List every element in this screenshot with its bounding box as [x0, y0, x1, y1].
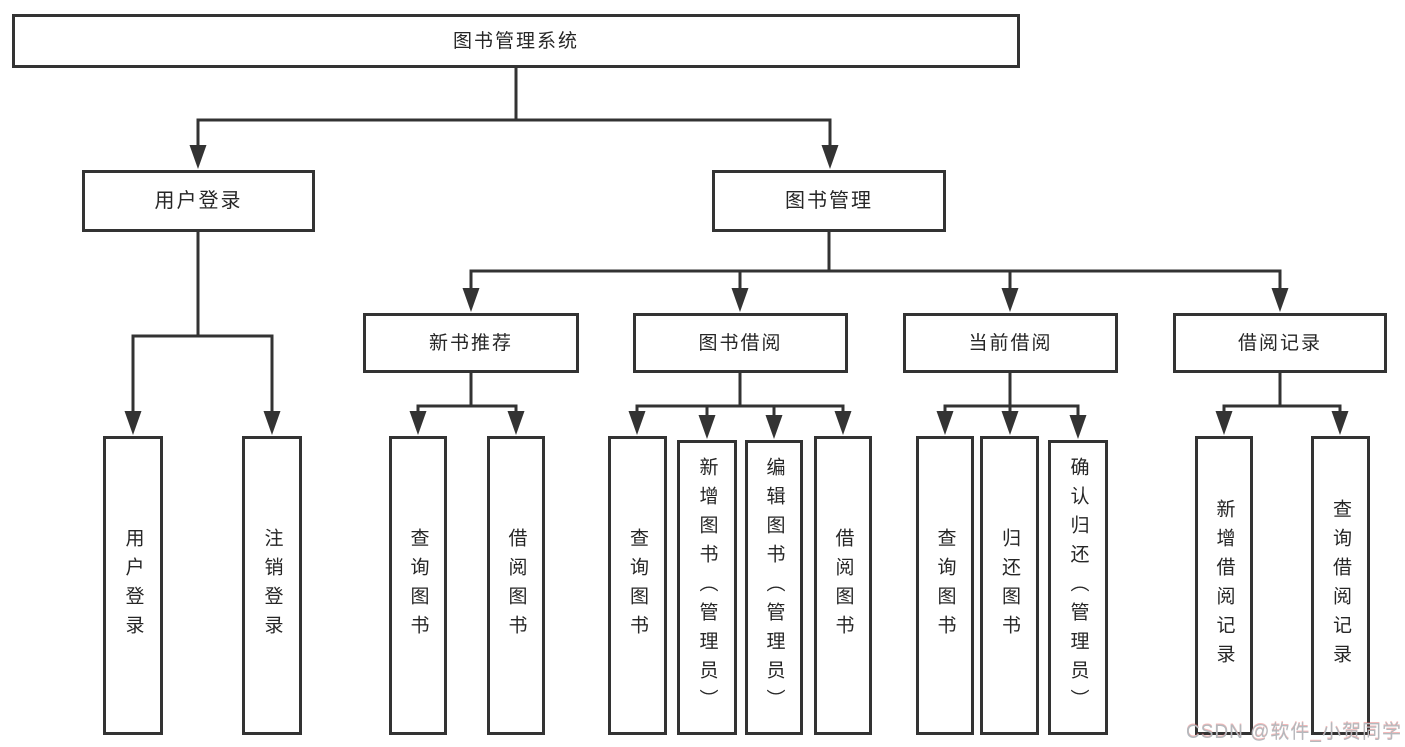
arrowhead-icon	[1069, 415, 1087, 439]
arrowhead-icon	[1001, 288, 1019, 312]
node-current-borrow-label: 当前借阅	[968, 332, 1053, 354]
leaf-records-query-record: 查询借阅记录	[1311, 436, 1370, 735]
leaf-current-return-books-label: 归还图书	[999, 527, 1020, 644]
leaf-recommend-borrow-books-label: 借阅图书	[505, 527, 527, 644]
node-user-login-label: 用户登录	[154, 190, 243, 212]
arrowhead-icon	[698, 415, 716, 439]
arrowhead-icon	[1001, 411, 1019, 435]
node-book-management: 图书管理	[712, 170, 946, 232]
leaf-current-return-books: 归还图书	[980, 436, 1039, 735]
arrowhead-icon	[124, 411, 142, 435]
leaf-records-query-record-label: 查询借阅记录	[1330, 498, 1351, 673]
leaf-borrow-borrow-books: 借阅图书	[814, 436, 872, 735]
leaf-current-query-books-label: 查询图书	[934, 527, 956, 644]
leaf-current-confirm-return-admin: 确认归还（管理员）	[1048, 440, 1108, 735]
leaf-borrow-edit-books-admin-label: 编辑图书（管理员）	[763, 457, 785, 718]
node-root: 图书管理系统	[12, 14, 1020, 68]
arrowhead-icon	[821, 145, 839, 169]
node-current-borrow: 当前借阅	[903, 313, 1118, 373]
node-root-label: 图书管理系统	[452, 30, 579, 52]
leaf-user-login-label: 用户登录	[122, 527, 144, 644]
node-new-book-recommend: 新书推荐	[363, 313, 579, 373]
node-new-book-recommend-label: 新书推荐	[428, 332, 513, 354]
node-user-login: 用户登录	[82, 170, 315, 232]
arrowhead-icon	[409, 411, 427, 435]
leaf-recommend-query-books-label: 查询图书	[407, 527, 429, 644]
leaf-logout: 注销登录	[242, 436, 302, 735]
watermark: CSDN @软件_小贺同学	[1186, 722, 1402, 743]
node-borrow-records: 借阅记录	[1173, 313, 1387, 373]
leaf-borrow-query-books-label: 查询图书	[627, 527, 648, 644]
leaf-borrow-add-books-admin-label: 新增图书（管理员）	[696, 457, 718, 718]
leaf-borrow-add-books-admin: 新增图书（管理员）	[677, 440, 737, 735]
arrowhead-icon	[765, 415, 783, 439]
arrowhead-icon	[628, 411, 646, 435]
leaf-borrow-edit-books-admin: 编辑图书（管理员）	[745, 440, 803, 735]
leaf-logout-label: 注销登录	[261, 527, 283, 644]
arrowhead-icon	[507, 411, 525, 435]
arrowhead-icon	[1215, 411, 1233, 435]
arrowhead-icon	[731, 288, 749, 312]
leaf-recommend-query-books: 查询图书	[389, 436, 447, 735]
node-book-management-label: 图书管理	[785, 190, 873, 212]
arrowhead-icon	[263, 411, 281, 435]
leaf-records-add-record: 新增借阅记录	[1195, 436, 1253, 735]
leaf-recommend-borrow-books: 借阅图书	[487, 436, 545, 735]
node-book-borrow-label: 图书借阅	[698, 332, 783, 354]
leaf-current-query-books: 查询图书	[916, 436, 974, 735]
arrowhead-icon	[834, 411, 852, 435]
arrowhead-icon	[936, 411, 954, 435]
leaf-borrow-borrow-books-label: 借阅图书	[832, 527, 854, 644]
node-borrow-records-label: 借阅记录	[1237, 332, 1322, 354]
leaf-current-confirm-return-admin-label: 确认归还（管理员）	[1067, 457, 1089, 718]
arrowhead-icon	[189, 145, 207, 169]
leaf-borrow-query-books: 查询图书	[608, 436, 667, 735]
leaf-records-add-record-label: 新增借阅记录	[1213, 498, 1235, 673]
node-book-borrow: 图书借阅	[633, 313, 848, 373]
arrowhead-icon	[462, 288, 480, 312]
arrowhead-icon	[1331, 411, 1349, 435]
arrowhead-icon	[1271, 288, 1289, 312]
leaf-user-login: 用户登录	[103, 436, 163, 735]
